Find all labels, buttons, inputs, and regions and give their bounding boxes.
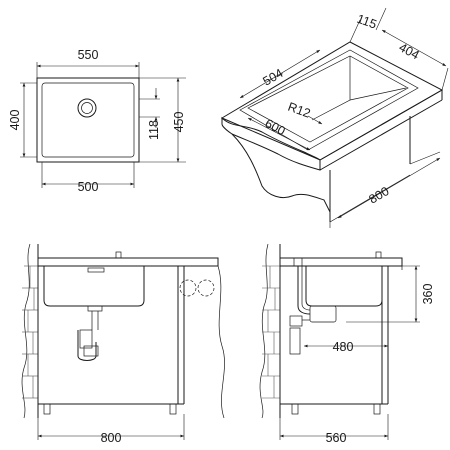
side-sink-bowl (305, 266, 383, 307)
dim-radius: R12 (286, 100, 312, 121)
brick-wall-left (22, 265, 38, 399)
inner-bowl (41, 82, 135, 158)
side-trap-top (289, 315, 303, 327)
wall-break-side (259, 243, 269, 419)
dim-cabinet-depth: 800 (367, 184, 392, 207)
dim-bowl-height: 360 (421, 284, 435, 305)
dim-flange: 115 (355, 12, 379, 32)
wall-break-left (21, 243, 31, 419)
side-countertop (279, 257, 403, 267)
side-leg-right (373, 403, 381, 415)
overflow-outlet-icon (293, 257, 303, 267)
cabinet-break-left (231, 133, 331, 222)
overflow-icon (87, 267, 105, 273)
side-trap (289, 327, 301, 355)
drain-fitting (87, 305, 103, 312)
leg-right (169, 403, 177, 415)
front-countertop (37, 257, 219, 267)
dim-line-800-persp (337, 157, 441, 219)
drain-outer-icon (77, 98, 97, 118)
dim-line-600 (247, 117, 311, 151)
dim-bowl-length: 504 (261, 66, 286, 89)
dim-outer-depth: 400 (8, 110, 22, 131)
drain-inner-icon (81, 102, 93, 114)
hidden-pipe-left (179, 279, 197, 297)
dim-line-504 (239, 49, 321, 99)
front-view: 800 (21, 243, 225, 445)
top-view: 550 400 500 118 450 (8, 48, 186, 194)
brick-wall-side (262, 265, 280, 399)
dim-outer-width: 550 (78, 48, 99, 62)
outer-rim (36, 77, 140, 163)
leg-left (43, 403, 51, 415)
dim-line-404 (381, 29, 447, 67)
tap-hole-icon (115, 251, 122, 259)
dim-side-depth: 560 (326, 431, 347, 445)
side-drain-fitting (309, 305, 337, 323)
side-leg-left (291, 403, 299, 415)
perspective-view: 115 404 504 R12 600 800 (220, 7, 449, 228)
dim-inner-width: 500 (78, 180, 99, 194)
overflow-tube (297, 266, 311, 315)
dim-bowl-depth: 404 (397, 40, 422, 62)
dim-front-width: 800 (101, 431, 122, 445)
dim-inner-depth: 450 (172, 112, 186, 133)
side-view: 360 480 560 (259, 243, 435, 445)
dim-drain-depth: 480 (333, 340, 354, 354)
dim-cabinet-width: 600 (263, 116, 288, 138)
hidden-pipe-right (197, 279, 215, 297)
dim-drain-offset: 118 (147, 120, 161, 140)
wall-break-right (217, 265, 225, 419)
